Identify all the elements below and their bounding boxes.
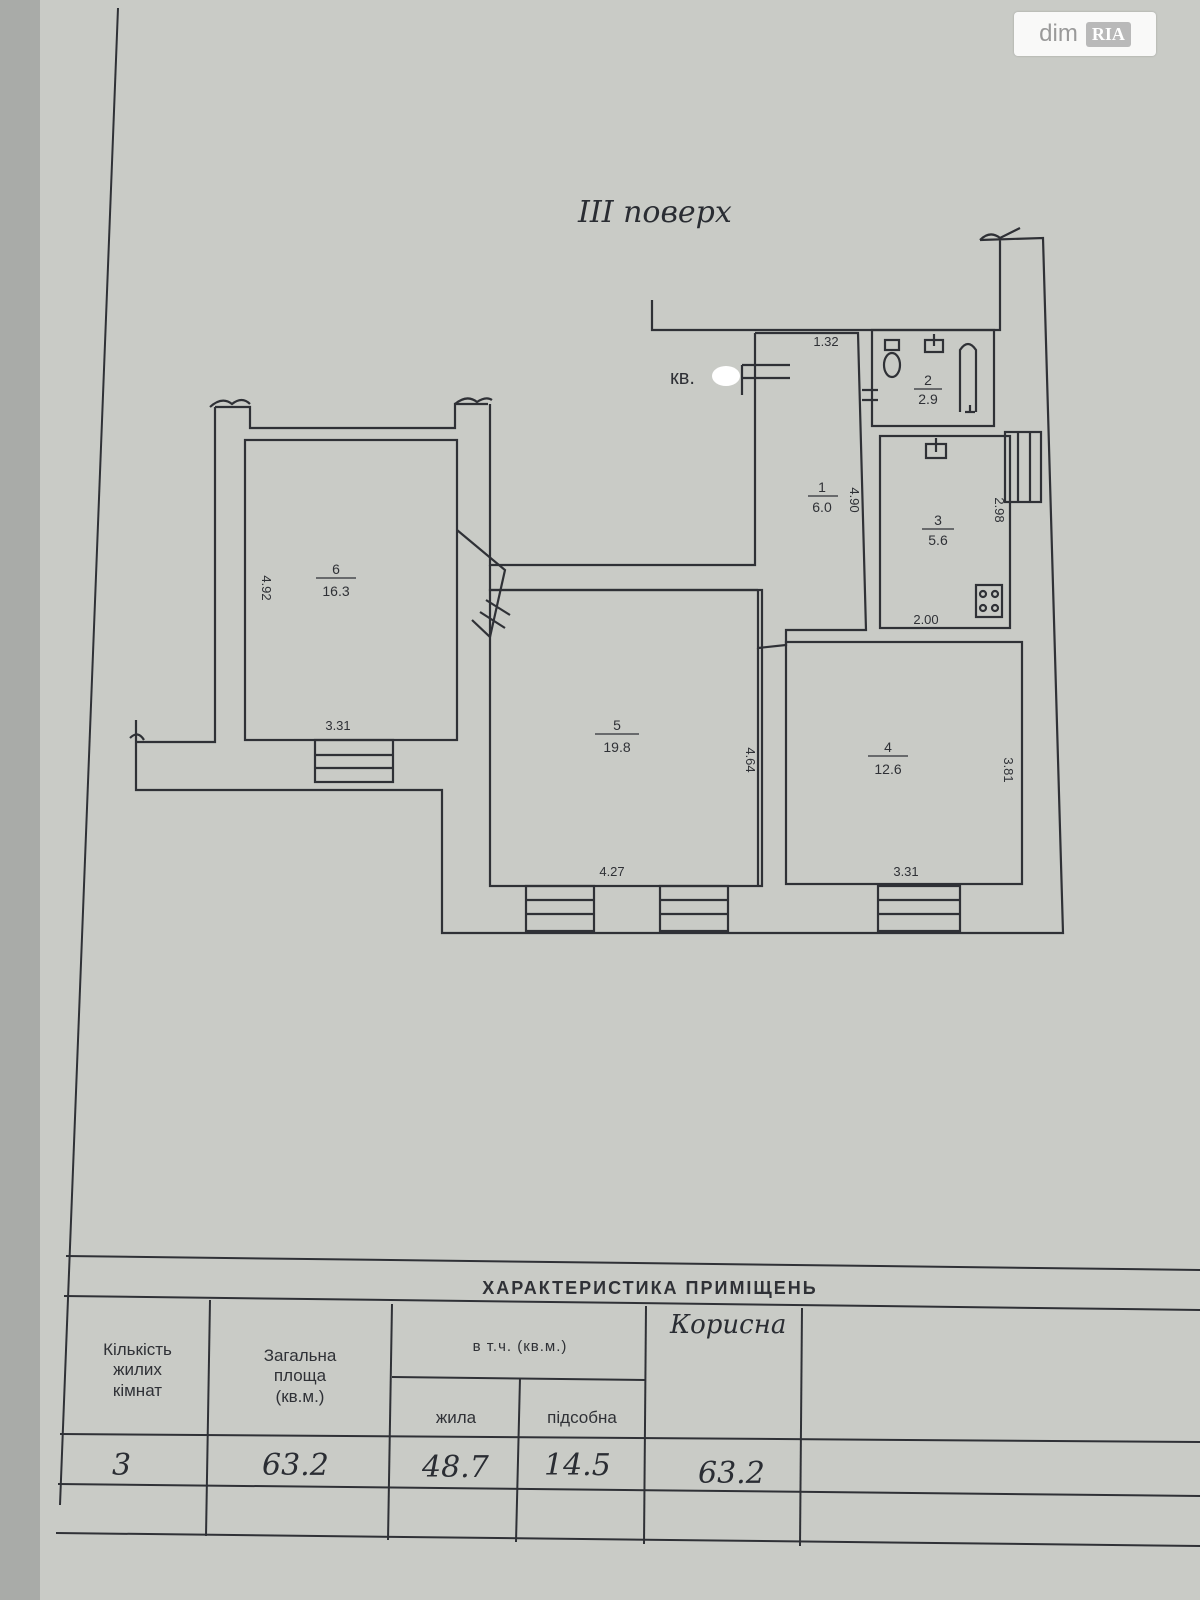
room-5 bbox=[488, 588, 764, 888]
room-number: 2 bbox=[924, 372, 932, 388]
value-living: 48.7 bbox=[422, 1450, 489, 1485]
dimension-label: 3.81 bbox=[1001, 757, 1016, 782]
watermark-logo: dim RIA bbox=[1014, 12, 1156, 56]
room-area: 12.6 bbox=[874, 761, 901, 777]
header-rooms-count: Кількість жилих кімнат bbox=[103, 1340, 172, 1400]
room-4 bbox=[784, 640, 1024, 886]
dimension-label: 1.32 bbox=[813, 334, 838, 349]
toilet-icon bbox=[882, 338, 902, 379]
room-6 bbox=[243, 438, 459, 742]
room-number: 1 bbox=[818, 479, 826, 495]
room-3 bbox=[878, 434, 1012, 630]
drawing-sheet bbox=[40, 0, 1200, 1600]
dimension-label: 4.64 bbox=[743, 747, 758, 772]
dimension-label: 3.31 bbox=[893, 864, 918, 879]
room6-outer-wall bbox=[136, 407, 217, 744]
entry-door bbox=[740, 363, 790, 395]
dimension-label: 4.92 bbox=[259, 575, 274, 600]
header-living: жила bbox=[435, 1408, 477, 1427]
stove-icon bbox=[974, 583, 1004, 619]
dimension-label: 2.00 bbox=[913, 612, 938, 627]
header-auxiliary: підсобна bbox=[547, 1408, 617, 1427]
corridor-wall bbox=[488, 331, 782, 567]
header-total-area: Загальна площа (кв.м.) bbox=[263, 1346, 337, 1406]
dimension-label: 4.27 bbox=[599, 864, 624, 879]
sheet-border-left bbox=[59, 7, 119, 1506]
bath-door bbox=[862, 388, 878, 402]
room-number: 3 bbox=[934, 512, 942, 528]
window-room5-left bbox=[524, 884, 596, 933]
room-area: 6.0 bbox=[812, 499, 832, 515]
room-area: 5.6 bbox=[928, 532, 948, 548]
window-room5-right bbox=[658, 884, 730, 933]
value-useful: 63.2 bbox=[698, 1456, 765, 1491]
sink-icon bbox=[923, 334, 945, 354]
table-title: ХАРАКТЕРИСТИКА ПРИМІЩЕНЬ bbox=[482, 1278, 818, 1298]
dimension-label: 4.90 bbox=[847, 487, 862, 512]
door-6-5 bbox=[456, 529, 507, 640]
header-including: в т.ч. (кв.м.) bbox=[472, 1338, 568, 1355]
window-room4 bbox=[876, 884, 962, 933]
window-room3 bbox=[1003, 430, 1043, 504]
room-area: 16.3 bbox=[322, 583, 349, 599]
break-mark-room6-right bbox=[454, 397, 493, 405]
apartment-label: кв. bbox=[670, 367, 695, 389]
room-area: 2.9 bbox=[918, 391, 938, 407]
room-area: 19.8 bbox=[603, 739, 630, 755]
value-auxiliary: 14.5 bbox=[544, 1448, 611, 1483]
room-2 bbox=[870, 328, 996, 428]
room6-top-wall bbox=[215, 402, 488, 430]
erased-number bbox=[712, 366, 740, 386]
window-room6 bbox=[313, 738, 395, 784]
floor-label: III поверх bbox=[577, 195, 732, 230]
break-mark-left bbox=[129, 733, 145, 741]
room-number: 6 bbox=[332, 561, 340, 577]
break-mark-room6-left bbox=[209, 398, 251, 408]
characteristics-table-grid bbox=[55, 1255, 1200, 1547]
header-useful: Корисна bbox=[670, 1310, 787, 1340]
dimension-label: 2.98 bbox=[992, 497, 1007, 522]
room-number: 5 bbox=[613, 717, 621, 733]
outer-wall bbox=[134, 236, 1065, 935]
value-rooms-count: 3 bbox=[112, 1448, 132, 1483]
bathtub-icon bbox=[958, 342, 978, 414]
watermark-badge: RIA bbox=[1085, 21, 1131, 47]
room-number: 4 bbox=[884, 739, 892, 755]
dimension-label: 3.31 bbox=[325, 718, 350, 733]
break-mark-top-right bbox=[979, 227, 1021, 241]
watermark-brand: dim bbox=[1039, 20, 1078, 47]
kitchen-sink-icon bbox=[924, 438, 948, 460]
value-total-area: 63.2 bbox=[262, 1448, 329, 1483]
